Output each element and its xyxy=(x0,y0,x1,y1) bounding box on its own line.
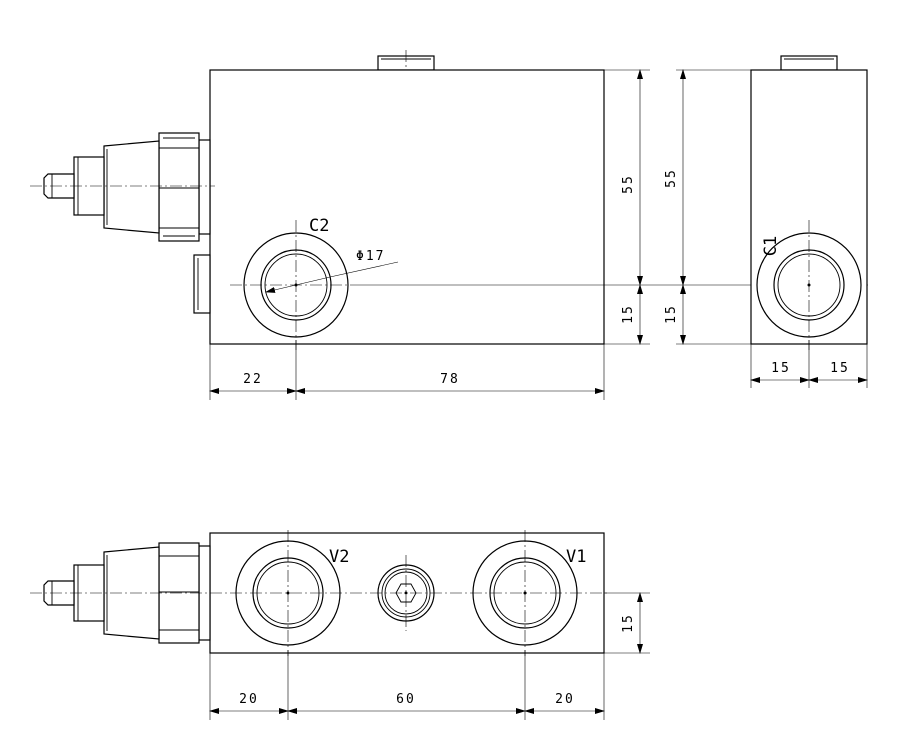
diameter-label: Φ17 xyxy=(356,249,385,264)
side-vertical-dims: 55 15 xyxy=(664,69,751,345)
side-dim-15-vertical: 15 xyxy=(664,304,679,324)
port-v2-label: V2 xyxy=(329,547,349,567)
bottom-dim-20-left: 20 xyxy=(239,692,259,707)
side-view: C1 xyxy=(750,55,868,350)
front-view: Φ17 C2 xyxy=(30,50,605,350)
front-dim-15-vertical: 15 xyxy=(621,304,636,324)
bottom-dim-15-vertical: 15 xyxy=(621,613,636,633)
port-c2-label: C2 xyxy=(309,216,329,236)
front-horizontal-dims: 22 78 xyxy=(209,340,605,400)
bottom-vertical-dims: 15 xyxy=(604,592,650,654)
front-vertical-dims: 55 15 xyxy=(604,69,650,345)
port-v1-label: V1 xyxy=(566,547,586,567)
bottom-horizontal-dims: 20 60 20 xyxy=(209,650,605,720)
port-c1-label: C1 xyxy=(761,236,781,256)
side-top-plug xyxy=(780,55,838,71)
bottom-dim-60: 60 xyxy=(396,692,416,707)
bottom-dim-20-right: 20 xyxy=(555,692,575,707)
front-dim-22: 22 xyxy=(243,372,263,387)
side-dim-15-left: 15 xyxy=(771,361,791,376)
adjuster-cartridge xyxy=(43,132,211,242)
front-dim-55: 55 xyxy=(621,174,636,194)
side-dim-15-right: 15 xyxy=(830,361,850,376)
side-plug xyxy=(193,254,211,314)
bottom-view: V2 V1 xyxy=(30,530,610,656)
side-dim-55: 55 xyxy=(664,168,679,188)
front-dim-78: 78 xyxy=(440,372,460,387)
side-horizontal-dims: 15 15 xyxy=(750,340,868,388)
